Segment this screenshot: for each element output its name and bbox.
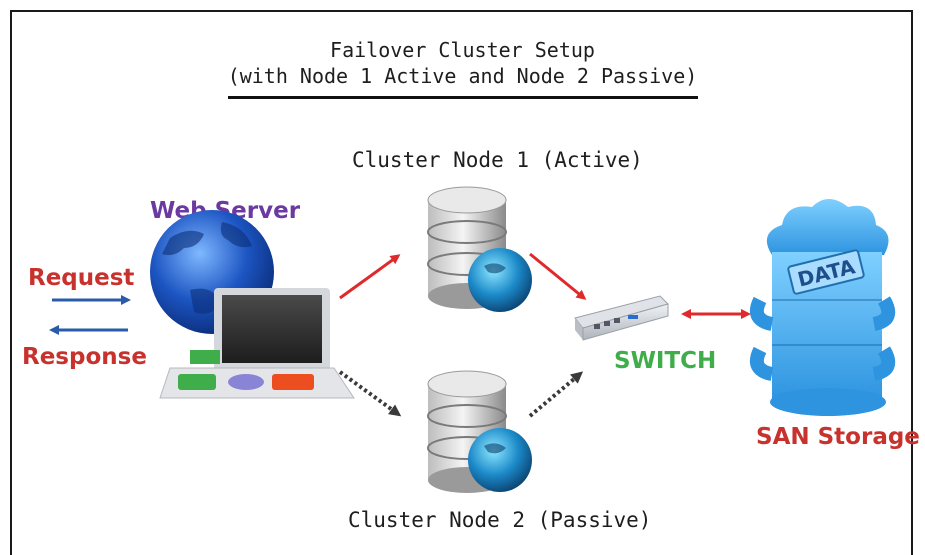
active-link-webserver-node1 [339, 254, 401, 300]
node1-label: Cluster Node 1 (Active) [352, 148, 643, 172]
web-server-icon [150, 210, 355, 399]
node2-label: Cluster Node 2 (Passive) [348, 508, 652, 532]
switch-label: SWITCH [614, 348, 717, 374]
passive-link-node2-switch [528, 371, 584, 418]
network-switch-icon [574, 295, 669, 341]
diagram-title: Failover Cluster Setup [330, 38, 595, 62]
active-link-node1-switch [529, 252, 587, 300]
response-label: Response [22, 344, 147, 370]
cluster-node1-icon [427, 186, 532, 312]
title-underline [228, 96, 698, 99]
request-label: Request [28, 265, 135, 291]
san-storage-label: SAN Storage [756, 424, 920, 450]
cluster-node2-icon [427, 370, 532, 493]
diagram-subtitle: (with Node 1 Active and Node 2 Passive) [227, 64, 698, 88]
san-storage-icon: DATA [750, 199, 896, 416]
